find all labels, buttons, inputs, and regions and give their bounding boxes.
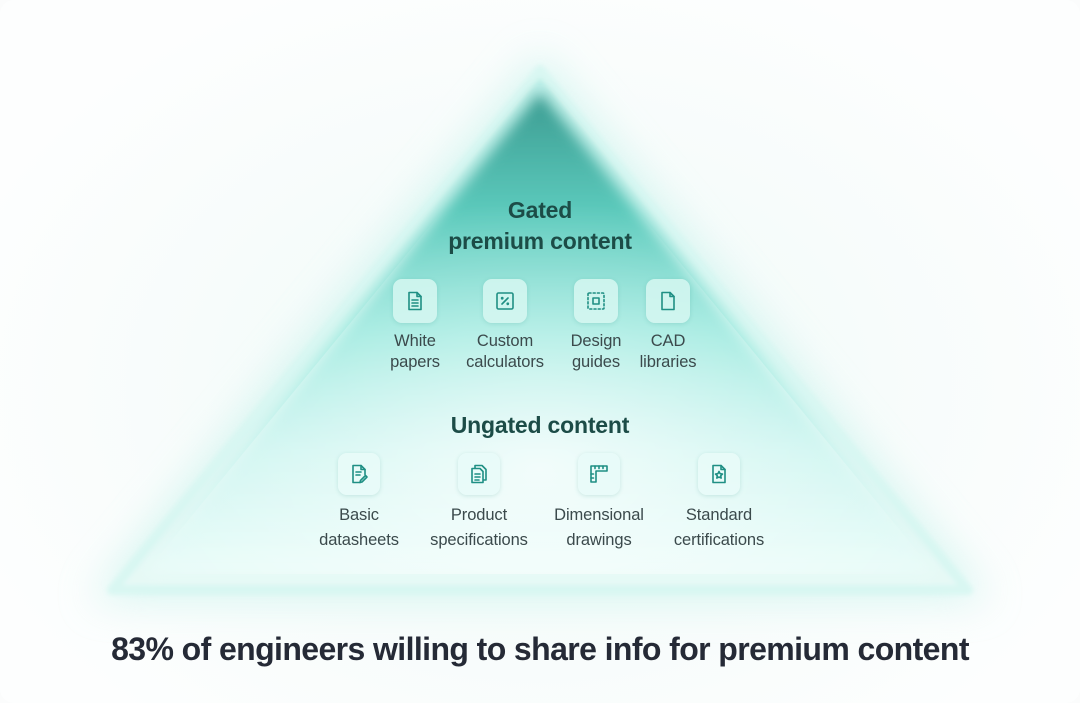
certificate-icon <box>698 453 740 495</box>
gated-item-label: CAD libraries <box>639 332 697 371</box>
gated-title-line2: premium content <box>448 228 632 254</box>
ungated-item-label: Standard certifications <box>673 506 765 549</box>
gated-title: Gated premium content <box>380 195 700 257</box>
gated-item-label: White papers <box>390 332 440 371</box>
document-edit-icon <box>338 453 380 495</box>
file-icon <box>646 279 690 323</box>
document-icon <box>393 279 437 323</box>
ungated-item-label: Dimensional drawings <box>554 506 644 549</box>
ruler-icon <box>578 453 620 495</box>
documents-icon <box>458 453 500 495</box>
calculator-icon <box>483 279 527 323</box>
gated-item-label: Custom calculators <box>466 332 544 371</box>
gated-title-line1: Gated <box>507 197 573 223</box>
ungated-item-label: Basic datasheets <box>319 506 399 549</box>
gated-item-label: Design guides <box>570 332 622 371</box>
design-frame-icon <box>574 279 618 323</box>
headline-statistic: 83% of engineers willing to share info f… <box>111 631 969 667</box>
ungated-item-label: Product specifications <box>430 506 528 549</box>
ungated-title: Ungated content <box>450 412 630 438</box>
